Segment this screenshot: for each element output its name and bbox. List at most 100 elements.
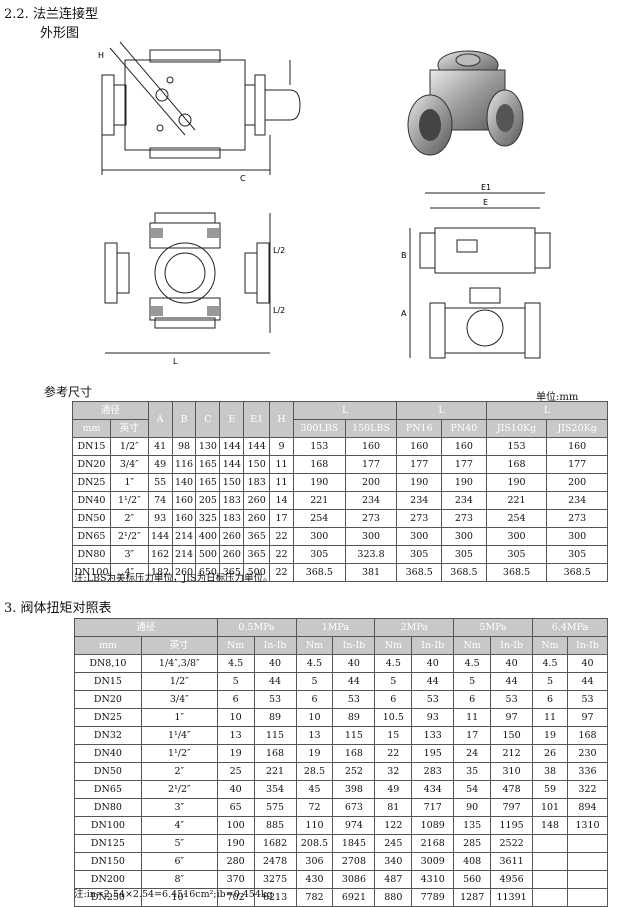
table-cell: DN25 [74, 708, 142, 727]
section-title-3: 3. 阀体扭矩对照表 [4, 601, 112, 616]
table-cell: 5 [453, 672, 492, 691]
table1-note: 注:LBS为美标压力单位，JIS为日标压力单位。 [74, 573, 273, 584]
torque-subheader: Nm [453, 636, 492, 655]
table-cell: 168 [485, 455, 548, 474]
table-cell [566, 870, 609, 889]
table-cell: 880 [374, 888, 413, 907]
table-cell: 89 [332, 708, 376, 727]
table-cell: 365 [219, 563, 245, 582]
table-cell: 19 [295, 744, 334, 763]
table-cell: 3009 [411, 852, 455, 871]
table-cell: 4.5 [532, 654, 568, 673]
table-cell: DN50 [72, 509, 111, 528]
table-cell: 11391 [490, 888, 534, 907]
col-header-e: E [219, 401, 245, 438]
col-header-300lbs: 300LBS [292, 419, 346, 438]
table-cell: 200 [546, 473, 608, 492]
table-cell: 190 [485, 473, 548, 492]
table-cell: 177 [441, 455, 487, 474]
table-cell: 190 [396, 473, 443, 492]
table-cell: 13 [295, 726, 334, 745]
torque-subheader: 英寸 [140, 636, 218, 655]
table-cell: 305 [396, 545, 443, 564]
table-cell: 44 [253, 672, 297, 691]
valve-section-drawing: L L/2 L/2 [104, 212, 285, 366]
table-cell: 13 [216, 726, 255, 745]
table-cell: DN8,10 [74, 654, 142, 673]
table-cell: 153 [485, 437, 548, 456]
table-cell: 11 [453, 708, 492, 727]
table-cell: DN80 [74, 798, 142, 817]
table-cell: 160 [441, 437, 487, 456]
table-cell: DN125 [74, 834, 142, 853]
table-cell: 2¹/2″ [109, 527, 149, 546]
torque-header-1mpa: 1MPa [295, 618, 376, 637]
table-cell: 2″ [140, 762, 218, 781]
table-cell: 974 [332, 816, 376, 835]
table-cell: 3086 [332, 870, 376, 889]
table-cell: 190 [441, 473, 487, 492]
table-cell: 305 [485, 545, 548, 564]
table-cell: 93 [411, 708, 455, 727]
table-cell: 306 [295, 852, 334, 871]
table-cell: 25 [216, 762, 255, 781]
table-cell: 177 [546, 455, 608, 474]
torque-header-0-5mpa: 0.5MPa [216, 618, 297, 637]
table-cell: 300 [396, 527, 443, 546]
table-cell: 260 [219, 545, 245, 564]
table-cell: 6 [216, 690, 255, 709]
table-cell: 195 [411, 744, 455, 763]
table-cell: 300 [546, 527, 608, 546]
table-cell: 110 [295, 816, 334, 835]
col-header-jis10: JIS10Kg [485, 419, 548, 438]
torque-header-5mpa: 5MPa [453, 618, 534, 637]
dimension-a-label: A [401, 309, 407, 318]
table-cell: 305 [441, 545, 487, 564]
table-cell: 305 [546, 545, 608, 564]
table-cell: DN80 [72, 545, 111, 564]
table-cell [566, 834, 609, 853]
torque-subheader: Nm [216, 636, 255, 655]
table-cell: 168 [292, 455, 346, 474]
table-cell: 283 [411, 762, 455, 781]
table-cell: 93 [147, 509, 173, 528]
table-cell: 212 [490, 744, 534, 763]
table-cell [532, 834, 568, 853]
table-cell: 40 [253, 654, 297, 673]
dimension-c-label: C [240, 174, 246, 183]
table-cell: 6921 [332, 888, 376, 907]
table-cell: 234 [344, 491, 398, 510]
table-cell: 2478 [253, 852, 297, 871]
table-cell: 177 [396, 455, 443, 474]
table-cell: 1089 [411, 816, 455, 835]
table-cell: 368.5 [396, 563, 443, 582]
table-cell: 177 [344, 455, 398, 474]
table-cell: 54 [453, 780, 492, 799]
torque-header-6-4mpa: 6.4MPa [532, 618, 608, 637]
table-cell: 17 [269, 509, 294, 528]
table-cell: 885 [253, 816, 297, 835]
table-cell: 115 [253, 726, 297, 745]
table-cell: DN100 [74, 816, 142, 835]
table-cell: 1/4″,3/8″ [140, 654, 218, 673]
table-cell: 487 [374, 870, 413, 889]
table-cell: 24 [453, 744, 492, 763]
table-cell: 1310 [566, 816, 609, 835]
table-cell: 44 [566, 672, 609, 691]
table-cell: 72 [295, 798, 334, 817]
table-cell: 7789 [411, 888, 455, 907]
table-cell: 22 [269, 527, 294, 546]
table2-note: 注:in=2.54×2.54=6.4516cm²;ib=0.454kg [74, 889, 273, 900]
col-header-l-ansi: L [292, 401, 398, 420]
table-cell: 5 [295, 672, 334, 691]
table-cell: 500 [243, 563, 271, 582]
table-cell: 1195 [490, 816, 534, 835]
table-cell: DN32 [74, 726, 142, 745]
